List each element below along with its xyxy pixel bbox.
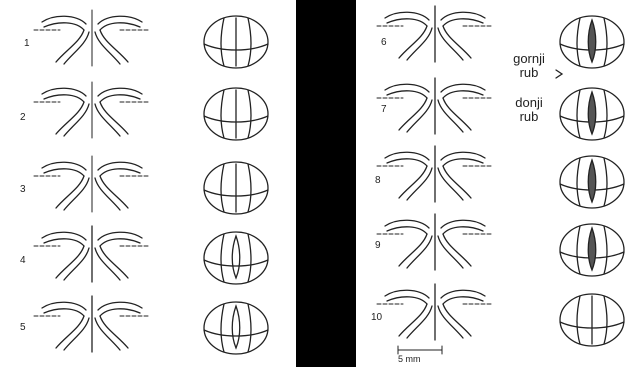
stage-number-10: 10 xyxy=(371,312,385,323)
section-8-right-inner-rim xyxy=(443,159,483,166)
section-8-left-inner-rim xyxy=(387,159,427,166)
embryo-6-neural-slit xyxy=(588,20,596,62)
stage-number-7: 7 xyxy=(381,104,395,115)
section-7-right-fold-inner xyxy=(438,100,463,132)
section-1-left-inner-rim xyxy=(44,23,84,30)
embryo-2-right-meridian xyxy=(248,90,251,138)
section-5-left-inner-rim xyxy=(44,309,84,316)
embryo-4-left-meridian xyxy=(221,234,224,282)
embryo-8-neural-slit xyxy=(588,160,596,202)
stage-number-5: 5 xyxy=(20,322,34,333)
section-1-right-inner-rim xyxy=(100,23,140,30)
embryo-5-neural-slit xyxy=(232,306,240,348)
label-upper-word1: gornji xyxy=(507,52,551,66)
section-9-right-inner-rim xyxy=(443,227,483,234)
label-lower-word2: rub xyxy=(507,110,551,124)
embryo-4-neural-slit xyxy=(232,236,240,278)
embryo-7-left-meridian xyxy=(577,90,580,138)
embryo-5-outline xyxy=(204,302,268,354)
stage-number-3: 3 xyxy=(20,184,34,195)
section-6-right-fold-inner xyxy=(438,28,463,60)
section-7-left-fold-inner xyxy=(407,100,432,132)
section-6-left-fold-inner xyxy=(407,28,432,60)
center-black-bar xyxy=(296,0,356,367)
embryo-9-right-meridian xyxy=(604,226,607,274)
section-2-left-fold-inner xyxy=(64,104,89,136)
embryo-4-outline xyxy=(204,232,268,284)
section-2-left-inner-rim xyxy=(44,95,84,102)
section-4-left-inner-rim xyxy=(44,239,84,246)
section-9-right-fold-inner xyxy=(438,236,463,268)
section-7-left-inner-rim xyxy=(387,91,427,98)
section-6-right-inner-rim xyxy=(443,19,483,26)
section-4-right-fold-inner xyxy=(95,248,120,280)
section-2-right-fold-inner xyxy=(95,104,120,136)
section-6-left-inner-rim xyxy=(387,19,427,26)
section-8-right-fold-inner xyxy=(438,168,463,200)
embryo-1-right-meridian xyxy=(248,18,251,66)
embryo-7-neural-slit xyxy=(588,92,596,134)
label-pointer xyxy=(556,70,562,78)
label-upper-word2: rub xyxy=(507,66,551,80)
embryo-5-equator xyxy=(204,330,268,336)
embryo-9-left-meridian xyxy=(577,226,580,274)
section-2-right-inner-rim xyxy=(100,95,140,102)
section-1-left-fold-inner xyxy=(64,32,89,64)
embryo-9-neural-slit xyxy=(588,228,596,270)
embryo-2-left-meridian xyxy=(221,90,224,138)
section-10-right-fold-inner xyxy=(438,306,463,338)
embryo-3-left-meridian xyxy=(221,164,224,212)
section-4-left-fold-inner xyxy=(64,248,89,280)
section-9-left-fold-inner xyxy=(407,236,432,268)
embryo-10-left-meridian xyxy=(577,296,580,344)
embryo-6-left-meridian xyxy=(577,18,580,66)
section-1-right-fold-inner xyxy=(95,32,120,64)
embryo-7-right-meridian xyxy=(604,90,607,138)
section-10-left-inner-rim xyxy=(387,297,427,304)
embryo-8-left-meridian xyxy=(577,158,580,206)
section-7-right-inner-rim xyxy=(443,91,483,98)
section-3-left-fold-inner xyxy=(64,178,89,210)
stage-number-9: 9 xyxy=(375,240,389,251)
embryo-4-equator xyxy=(204,260,268,266)
label-lower-word1: donji xyxy=(507,96,551,110)
section-5-right-inner-rim xyxy=(100,309,140,316)
stage-number-4: 4 xyxy=(20,255,34,266)
embryo-10-right-meridian xyxy=(604,296,607,344)
stage-number-6: 6 xyxy=(381,37,395,48)
embryo-4-right-meridian xyxy=(248,234,251,282)
section-3-right-fold-inner xyxy=(95,178,120,210)
stage-number-2: 2 xyxy=(20,112,34,123)
embryo-6-right-meridian xyxy=(604,18,607,66)
scale-bar-label: 5 mm xyxy=(398,354,421,364)
embryo-5-right-meridian xyxy=(248,304,251,352)
section-4-right-inner-rim xyxy=(100,239,140,246)
section-3-left-inner-rim xyxy=(44,169,84,176)
section-10-left-fold-inner xyxy=(407,306,432,338)
section-9-left-inner-rim xyxy=(387,227,427,234)
stage-number-1: 1 xyxy=(24,38,38,49)
section-5-left-fold-inner xyxy=(64,318,89,350)
label-upper-edge: gornji rub xyxy=(507,52,551,80)
label-lower-edge: donji rub xyxy=(507,96,551,124)
embryo-3-right-meridian xyxy=(248,164,251,212)
stage-number-8: 8 xyxy=(375,175,389,186)
embryo-1-left-meridian xyxy=(221,18,224,66)
embryo-5-left-meridian xyxy=(221,304,224,352)
section-5-right-fold-inner xyxy=(95,318,120,350)
embryo-8-right-meridian xyxy=(604,158,607,206)
section-3-right-inner-rim xyxy=(100,169,140,176)
section-10-right-inner-rim xyxy=(443,297,483,304)
section-8-left-fold-inner xyxy=(407,168,432,200)
